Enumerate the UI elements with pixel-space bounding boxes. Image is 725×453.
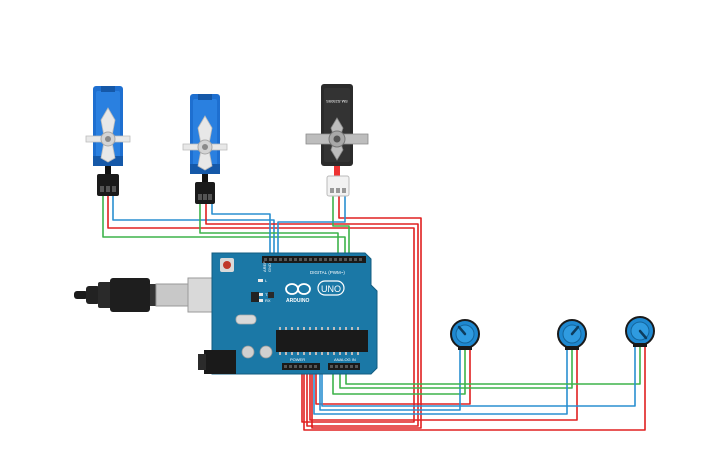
usb-cable-icon[interactable]	[74, 277, 227, 313]
arduino-uno-board[interactable]: AREF GND DIGITAL (PWM~) L TX RX ARDUINO …	[198, 252, 378, 375]
tx-label: TX	[265, 292, 270, 297]
power-label: POWER	[290, 357, 305, 362]
wire-servo2-green[interactable]	[199, 204, 339, 259]
uno-badge	[317, 280, 345, 296]
aref-label: AREF	[262, 261, 267, 272]
potentiometer-icon	[625, 316, 655, 346]
board-model-text: UNO	[321, 284, 341, 294]
rx-label: RX	[265, 298, 271, 303]
potentiometer-1[interactable]	[450, 319, 480, 350]
analog-label: ANALOG IN	[334, 357, 356, 362]
potentiometer-icon	[557, 319, 587, 349]
potentiometer-icon	[450, 319, 480, 349]
wire-pot1-blue[interactable]	[319, 348, 461, 411]
wire-pot1-green[interactable]	[332, 348, 466, 395]
power-jack[interactable]	[204, 350, 236, 374]
atmega-chip	[276, 330, 368, 352]
wires	[102, 196, 646, 431]
micro-servo-2[interactable]	[182, 94, 228, 204]
wire-servo3-blue[interactable]	[277, 196, 346, 259]
potentiometer-2[interactable]	[557, 319, 587, 350]
potentiometer-3[interactable]	[625, 316, 655, 347]
wire-pot1-red[interactable]	[315, 348, 471, 405]
board-pcb	[211, 252, 378, 375]
gnd-label: GND	[267, 263, 272, 272]
board-logo-text: ARDUINO	[286, 298, 309, 304]
wire-pot3-blue[interactable]	[321, 346, 636, 407]
analog-header[interactable]	[328, 363, 360, 370]
wire-pot3-green[interactable]	[345, 346, 641, 385]
wire-servo3-red[interactable]	[311, 196, 422, 429]
servo-model-label: SM-S2309S	[326, 99, 348, 104]
wire-servo2-red[interactable]	[205, 204, 419, 427]
wire-pot2-green[interactable]	[339, 348, 573, 389]
wire-servo1-green[interactable]	[102, 196, 346, 259]
wire-servo1-blue[interactable]	[112, 196, 275, 259]
standard-servo[interactable]: SM-S2309S	[305, 84, 369, 197]
digital-label: DIGITAL (PWM~)	[310, 270, 345, 275]
l-label: L	[265, 278, 268, 283]
micro-servo-1[interactable]	[85, 86, 131, 196]
wire-servo3-green[interactable]	[332, 196, 350, 259]
wire-servo1-red[interactable]	[107, 196, 415, 423]
wire-pot3-red[interactable]	[303, 346, 646, 431]
arduino-infinity-logo-icon	[285, 283, 311, 295]
wire-servo2-blue[interactable]	[211, 204, 271, 259]
wire-pot2-blue[interactable]	[313, 348, 568, 415]
